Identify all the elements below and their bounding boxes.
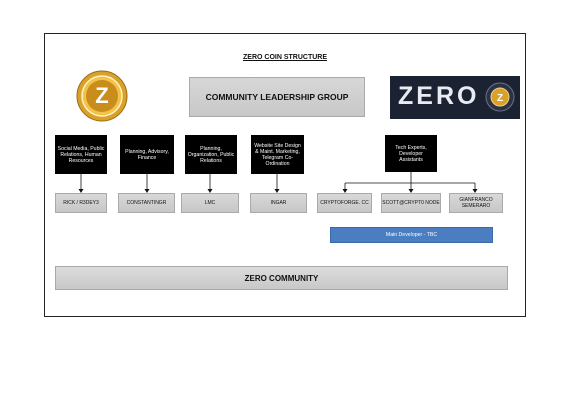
member-box-rick: RICK / R3DEY3	[55, 193, 107, 213]
member-box-gianfranco: GIANFRANCO SEMERARO	[449, 193, 503, 213]
coin-letter: Z	[95, 83, 108, 108]
main-developer-bar: Main Developer - TBC	[330, 227, 493, 243]
member-box-scott: SCOTT@CRYPT0 NODE	[381, 193, 441, 213]
role-box-planning-organization: Planning, Organization, Public Relations	[185, 135, 237, 174]
role-box-tech-experts: Tech Experts, Developer Assistants	[385, 135, 437, 172]
small-coin-icon	[490, 87, 510, 107]
member-box-lmc: LMC	[181, 193, 239, 213]
diagram-frame: ZERO COIN STRUCTURE Z COMMUNITY LEADERSH…	[44, 33, 526, 317]
zero-logo-banner: ZERO Z	[390, 76, 520, 119]
leadership-group-label: COMMUNITY LEADERSHIP GROUP	[205, 92, 349, 102]
role-box-website-design: Website Site Design & Maint. Marketing, …	[251, 135, 304, 174]
svg-text:Z: Z	[497, 93, 503, 104]
zero-coin-logo: Z	[76, 70, 128, 122]
zero-community-box: ZERO COMMUNITY	[55, 266, 508, 290]
member-box-constantingr: CONSTANTINGR	[118, 193, 175, 213]
role-box-planning-advisory: Planning, Advisory, Finance	[120, 135, 174, 174]
member-box-cryptoforge: CRYPTOFORGE. CC	[317, 193, 372, 213]
member-box-ingar: INGAR	[250, 193, 307, 213]
zero-logo-text: ZERO	[398, 82, 480, 110]
diagram-title: ZERO COIN STRUCTURE	[243, 54, 327, 61]
connector-lines	[78, 172, 478, 193]
role-box-social-media: Social Media, Public Relations, Human Re…	[55, 135, 107, 174]
leadership-group-box: COMMUNITY LEADERSHIP GROUP	[189, 77, 365, 117]
